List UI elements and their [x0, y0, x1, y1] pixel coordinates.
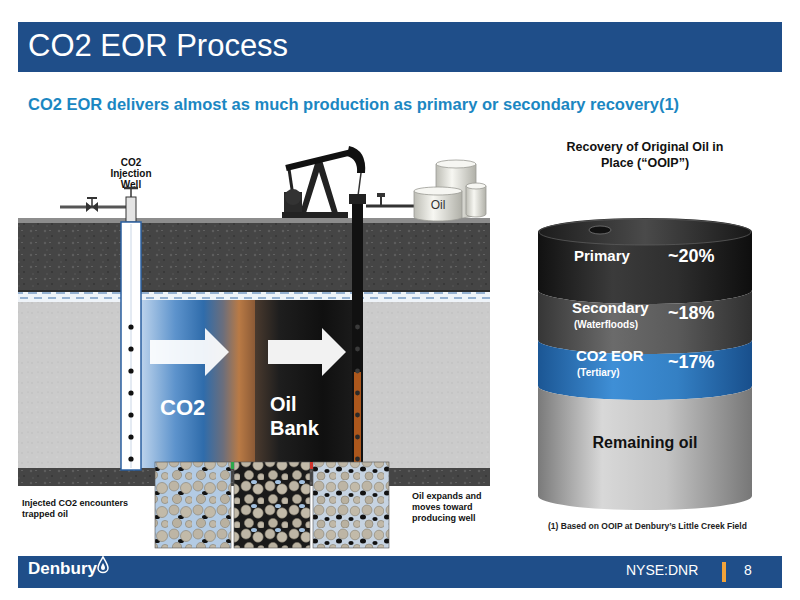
perforation	[128, 412, 133, 417]
pore-image	[313, 462, 389, 548]
wellhead-stem	[130, 188, 132, 197]
base-rock-layer	[18, 468, 490, 486]
barrel-band: Remaining oil	[538, 386, 752, 510]
band-note: (Waterfloods)	[574, 319, 669, 330]
valve-stem	[91, 198, 93, 207]
footer-bar	[18, 556, 782, 588]
zone-label: CO2	[160, 396, 230, 420]
flow-line-riser	[380, 196, 382, 206]
flow-line	[366, 205, 416, 208]
flow-arrow	[150, 328, 229, 376]
zone-label: Oil Bank	[270, 392, 342, 440]
perforation	[355, 369, 360, 374]
band-body	[538, 340, 752, 400]
perforation	[128, 434, 133, 439]
pumpjack-horsehead	[347, 146, 365, 173]
slide-title: CO2 EOR Process	[28, 29, 528, 63]
page-number: 8	[744, 563, 774, 578]
image-marker	[310, 462, 313, 469]
storage-tank-top	[436, 160, 476, 168]
pumpjack-frame	[300, 160, 338, 213]
perforation	[355, 391, 360, 396]
ticker: NYSE:DNR	[626, 563, 716, 578]
perforation	[128, 390, 133, 395]
flame-logo	[101, 563, 105, 570]
flow-arrow	[268, 328, 346, 376]
subtitle: CO2 EOR delivers almost as much producti…	[28, 95, 793, 113]
cap-rock-layer	[18, 223, 490, 290]
wellhead-wheel	[124, 187, 138, 190]
band-percent: ~18%	[668, 304, 738, 324]
tank-top	[414, 187, 462, 195]
footer-separator	[722, 562, 726, 582]
node-outline	[538, 218, 752, 304]
injection-wellhead	[126, 197, 136, 222]
injection-tubing	[131, 224, 132, 468]
pumpjack-beam	[286, 152, 352, 168]
company-name: Denbury	[28, 560, 108, 579]
produced-oil	[354, 372, 361, 468]
flow-valve	[377, 193, 385, 197]
barrel-band: Secondary (Waterfloods)~18%	[538, 290, 752, 354]
band-body	[538, 290, 752, 354]
node-outline	[538, 340, 752, 400]
storage-tank	[466, 186, 486, 217]
pore-image	[234, 462, 310, 548]
perforation	[355, 325, 360, 330]
barrel-heading: Recovery of Original Oil in Place (“OOIP…	[565, 140, 725, 171]
band-percent: ~20%	[668, 247, 738, 267]
pumpjack-base	[282, 212, 348, 218]
band-name: Primary	[574, 248, 664, 265]
injection-well	[121, 222, 141, 470]
tank-body	[414, 191, 462, 221]
band-body	[538, 218, 752, 304]
co2-zone: CO2	[141, 300, 255, 468]
callout-note: Oil expands and moves toward producing w…	[412, 491, 512, 523]
barrel-bung	[589, 226, 611, 234]
recovery-barrel: Recovery of Original Oil in Place (“OOIP…	[538, 138, 752, 513]
pore-image	[155, 462, 231, 548]
band-name: Secondary	[572, 300, 667, 317]
perforation	[128, 346, 133, 351]
perforation	[128, 324, 133, 329]
polished-rod	[358, 173, 361, 196]
band-body	[538, 386, 752, 510]
well-label: CO2 Injection Well	[101, 157, 161, 190]
barrel-band: CO2 EOR (Tertiary)~17%	[538, 340, 752, 400]
perforation	[355, 347, 360, 352]
flame-logo	[98, 557, 108, 573]
production-wellhead	[349, 194, 366, 204]
tank-label: Oil	[414, 199, 462, 212]
oil-bank-zone: Oil Bank	[255, 300, 352, 468]
production-well	[352, 204, 363, 470]
valve-wheel	[87, 197, 97, 199]
storage-tank-top	[466, 183, 486, 189]
perforation	[355, 457, 360, 462]
perforation	[128, 456, 133, 461]
band-name: Remaining oil	[538, 434, 752, 452]
title-bar	[18, 22, 782, 72]
callout-note: Injected CO2 encounters trapped oil	[22, 498, 147, 520]
footnote: (1) Based on OOIP at Denbury’s Little Cr…	[548, 522, 793, 531]
image-marker	[231, 462, 234, 469]
barrel-band: Primary~20%	[538, 218, 752, 304]
band-name: CO2 EOR	[576, 348, 666, 365]
band-percent: ~17%	[668, 353, 738, 373]
barrel-lid	[539, 219, 751, 245]
layer-boundary	[18, 290, 490, 292]
band-note: (Tertiary)	[577, 367, 667, 378]
pumpjack-counterweight	[285, 189, 301, 205]
oil-tank: Oil	[414, 186, 462, 222]
perforation	[355, 413, 360, 418]
perforation	[355, 435, 360, 440]
perforation	[128, 368, 133, 373]
